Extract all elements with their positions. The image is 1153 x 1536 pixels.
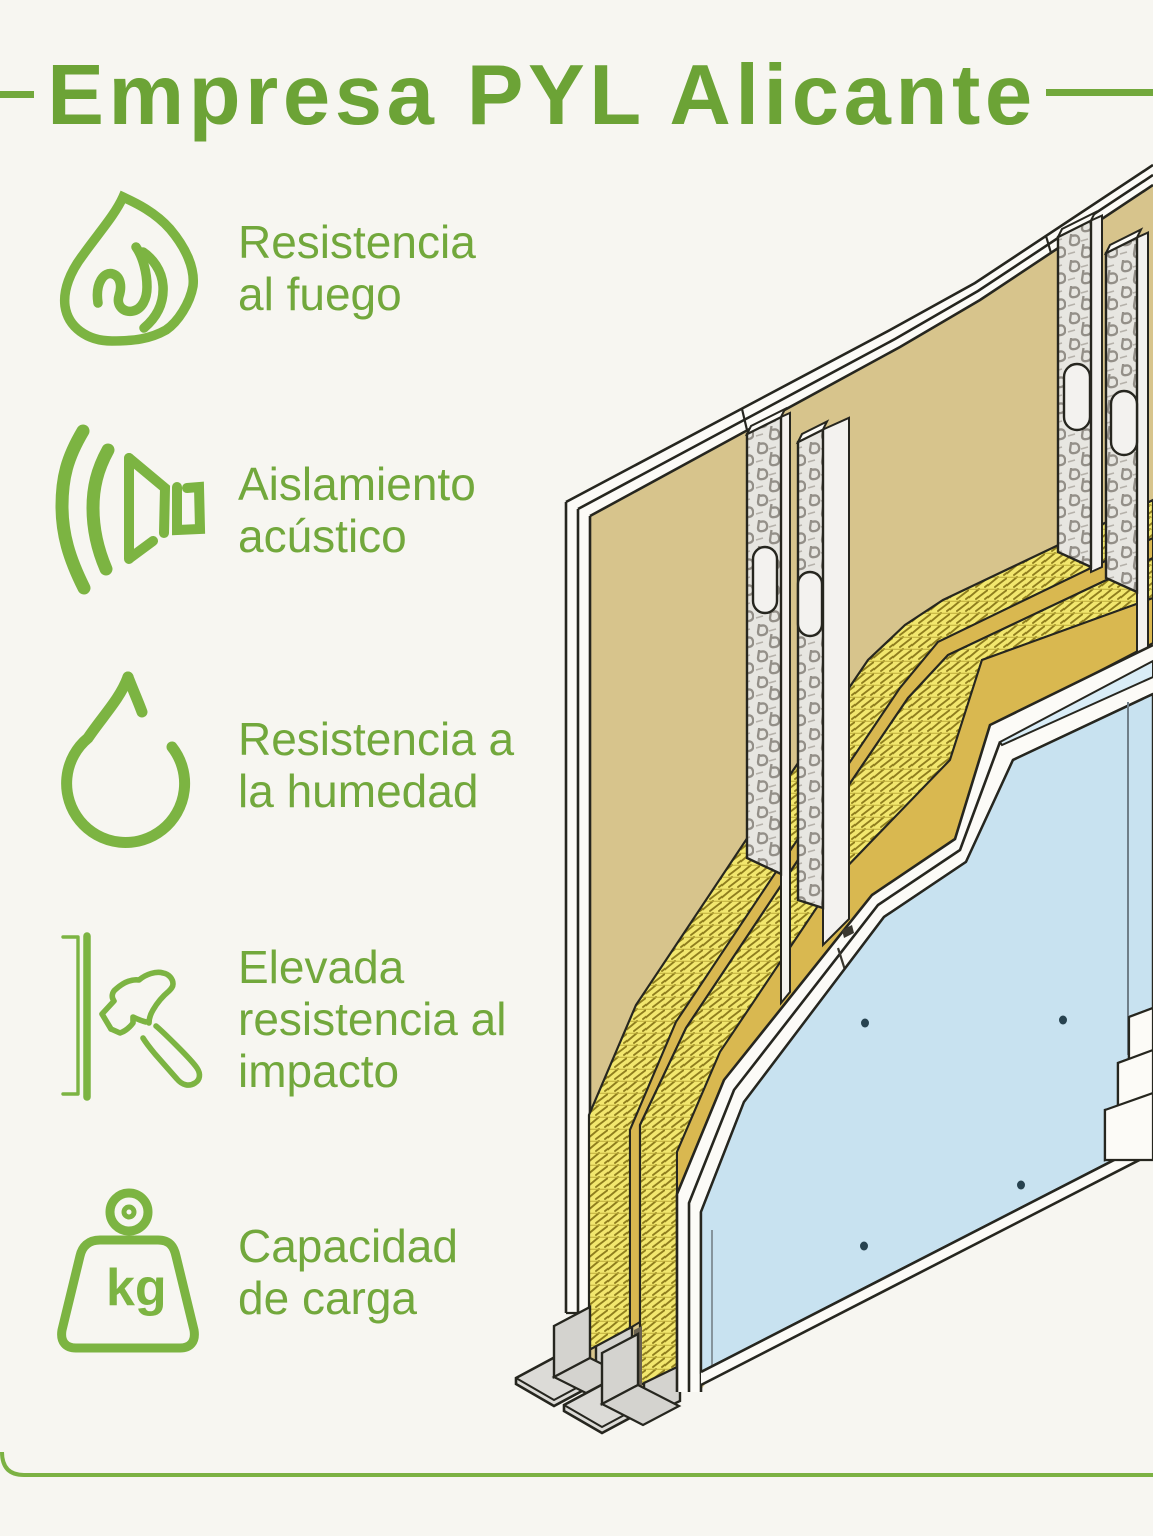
svg-text:Capacidad: Capacidad (238, 1220, 458, 1272)
svg-text:la humedad: la humedad (238, 765, 478, 817)
svg-text:acústico: acústico (238, 510, 407, 562)
svg-text:de carga: de carga (238, 1272, 417, 1324)
svg-text:kg: kg (106, 1259, 167, 1317)
svg-text:al fuego: al fuego (238, 268, 402, 320)
svg-text:Empresa PYL Alicante: Empresa PYL Alicante (47, 48, 1037, 143)
svg-text:Resistencia: Resistencia (238, 216, 476, 268)
svg-text:Aislamiento: Aislamiento (238, 458, 476, 510)
svg-text:Resistencia a: Resistencia a (238, 713, 515, 765)
svg-text:Elevada: Elevada (238, 941, 405, 993)
svg-text:impacto: impacto (238, 1045, 399, 1097)
svg-text:resistencia al: resistencia al (238, 993, 506, 1045)
